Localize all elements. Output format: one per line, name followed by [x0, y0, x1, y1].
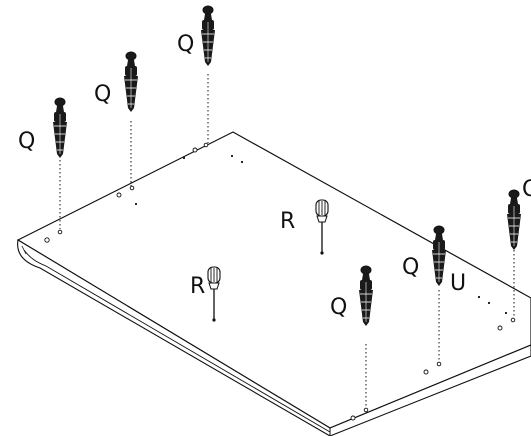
label-q3: Q	[177, 32, 194, 57]
label-q2: Q	[94, 82, 111, 107]
dowel-part-3	[200, 5, 216, 67]
label-q6: Q	[522, 177, 531, 202]
dowel-part-1	[52, 97, 68, 159]
panel-small-dots	[134, 154, 508, 315]
label-r2: R	[190, 274, 205, 299]
label-u: U	[450, 271, 466, 296]
label-q5: Q	[402, 255, 419, 280]
guide-lines	[59, 74, 515, 408]
label-r1: R	[280, 209, 295, 234]
dowel-part-6	[506, 189, 522, 251]
label-q1: Q	[18, 129, 35, 154]
label-q4: Q	[330, 295, 347, 320]
panel-holes	[44, 142, 516, 421]
dowel-part-2	[123, 51, 139, 113]
